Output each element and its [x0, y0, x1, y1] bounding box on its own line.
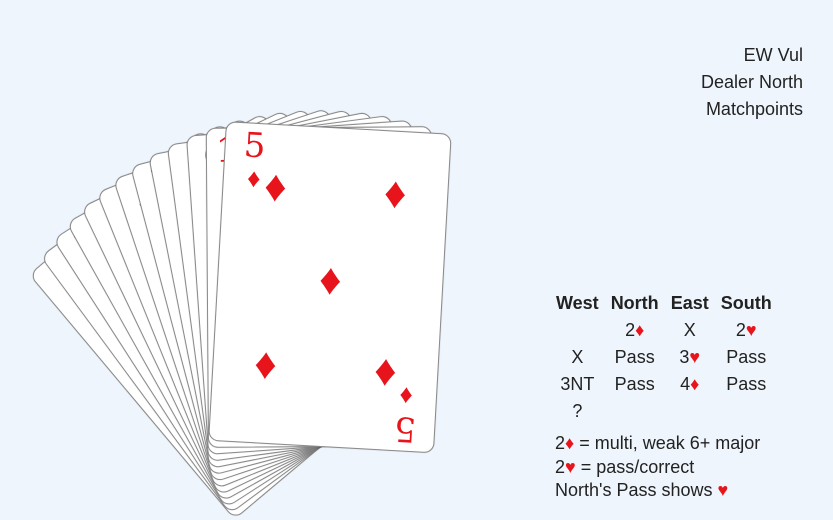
- card-pip-icon: ♦: [252, 342, 278, 393]
- call-text: 3: [679, 347, 690, 367]
- call-text: 2: [625, 320, 636, 340]
- suit-icon: ♦: [690, 374, 700, 394]
- auction-call: 3♥: [665, 344, 715, 371]
- auction-call: [550, 317, 605, 344]
- suit-icon: ♥: [565, 456, 576, 477]
- note-prefix: 2: [555, 456, 566, 477]
- note-line: 2♦ = multi, weak 6+ major: [555, 432, 760, 456]
- auction-call: Pass: [605, 344, 665, 371]
- call-text: ?: [572, 401, 583, 421]
- auction-call: Pass: [715, 371, 778, 398]
- card-pip-icon: ♦: [382, 168, 408, 219]
- auction-call: [605, 398, 665, 425]
- auction-call: X: [665, 317, 715, 344]
- auction-call: [715, 398, 778, 425]
- dealer-label: Dealer North: [700, 72, 803, 92]
- auction-call: Pass: [715, 344, 778, 371]
- call-text: X: [683, 320, 696, 340]
- call-text: X: [571, 347, 584, 367]
- deal-info: EW Vul Dealer North Matchpoints: [701, 42, 803, 123]
- suit-icon: ♦: [565, 433, 575, 453]
- note-text: = pass/correct: [575, 456, 695, 477]
- note-text: = multi, weak 6+ major: [574, 433, 761, 453]
- card-pip-icon: ♦: [262, 161, 289, 212]
- auction-row: X Pass 3♥ Pass: [550, 344, 778, 371]
- call-text: 4: [680, 374, 691, 394]
- suit-icon: ♥: [717, 480, 729, 500]
- card-5-12[interactable]: 5♦5♦♦♦♦♦♦: [208, 121, 452, 454]
- call-text: Pass: [726, 374, 767, 394]
- suit-icon: ♥: [745, 320, 757, 340]
- header-east: East: [670, 293, 709, 313]
- card-rank: 5: [242, 125, 267, 167]
- auction-call: 4♦: [665, 371, 715, 398]
- note-prefix: 2: [555, 433, 566, 453]
- card-rank-bottom: 5: [393, 408, 418, 450]
- call-text: Pass: [614, 347, 655, 367]
- note-line: 2♥ = pass/correct: [555, 456, 760, 480]
- call-text: Pass: [726, 347, 767, 367]
- hand-fan: J♠J♠6♠6♠K♥K♥J♥J♥6♥6♥3♥3♥A♣A♣K♣K♣J♣J♣7♣7♣…: [28, 107, 452, 520]
- auction-row: ?: [550, 398, 778, 425]
- note-line: North's Pass shows ♥: [555, 479, 760, 503]
- header-west: West: [556, 293, 599, 313]
- scoring-label: Matchpoints: [705, 99, 803, 119]
- auction-call: ?: [550, 398, 605, 425]
- header-north: North: [610, 293, 659, 313]
- auction-call: X: [550, 344, 605, 371]
- suit-icon: ♥: [689, 347, 701, 367]
- note-prefix: North's Pass shows: [555, 480, 718, 500]
- suit-icon: ♦: [635, 320, 645, 340]
- card-pip-icon: ♦: [317, 254, 343, 305]
- vulnerability-label: EW Vul: [743, 45, 803, 65]
- call-text: Pass: [614, 374, 655, 394]
- call-text: 3NT: [560, 374, 595, 394]
- auction-call: 3NT: [550, 371, 605, 398]
- auction-row: 3NT Pass 4♦ Pass: [550, 371, 778, 398]
- auction-call: 2♦: [605, 317, 665, 344]
- auction-call: [665, 398, 715, 425]
- auction-call: Pass: [605, 371, 665, 398]
- auction-header-row: West North East South: [550, 290, 778, 317]
- header-south: South: [720, 293, 772, 313]
- call-text: 2: [735, 320, 746, 340]
- card-pip-icon: ♦: [372, 348, 398, 400]
- auction-call: 2♥: [715, 317, 778, 344]
